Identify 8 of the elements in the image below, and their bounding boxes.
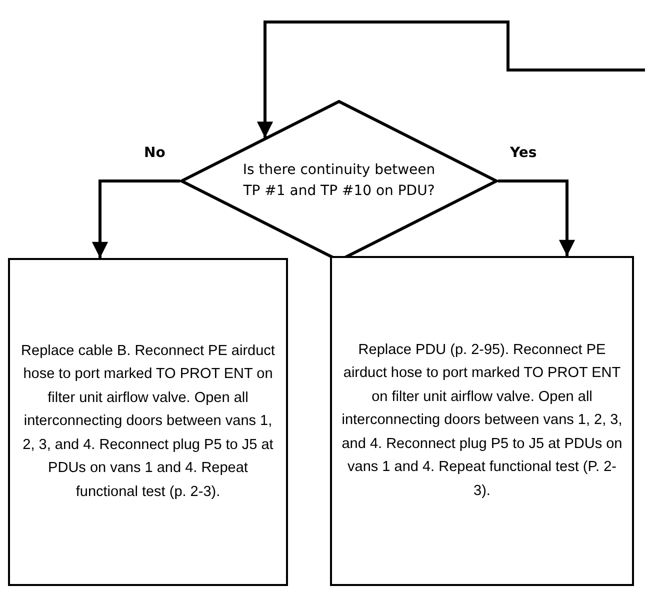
arrow (498, 180, 576, 256)
arrow (92, 180, 180, 258)
arrow (256, 20, 645, 138)
instruction-text: Replace cable B. Reconnect PE airduct hose to port marked TO PROT ENT on filter unit airflow valve. Open all interconnecting doors between vans 1, 2, 3, and 4. Reconnect plug P5 to J5 at PDUs on vans 1 and 4. Repeat functional test (p. 2-3). (20, 342, 276, 502)
process-box (330, 256, 634, 586)
instruction-text: Replace PDU (p. 2-95). Reconnect PE airduct hose to port marked TO PROT ENT on filter unit airflow valve. Open all interconnecting doors between vans 1, 2, 3, and 4. Reconnect plug P5 to J5 at PDUs on vans 1 and 4. Repeat functional test (P. 2-3). (340, 340, 624, 501)
process-box (8, 258, 288, 586)
decision-text: Is there continuity between TP #1 and TP #10 on PDU? (242, 161, 436, 201)
